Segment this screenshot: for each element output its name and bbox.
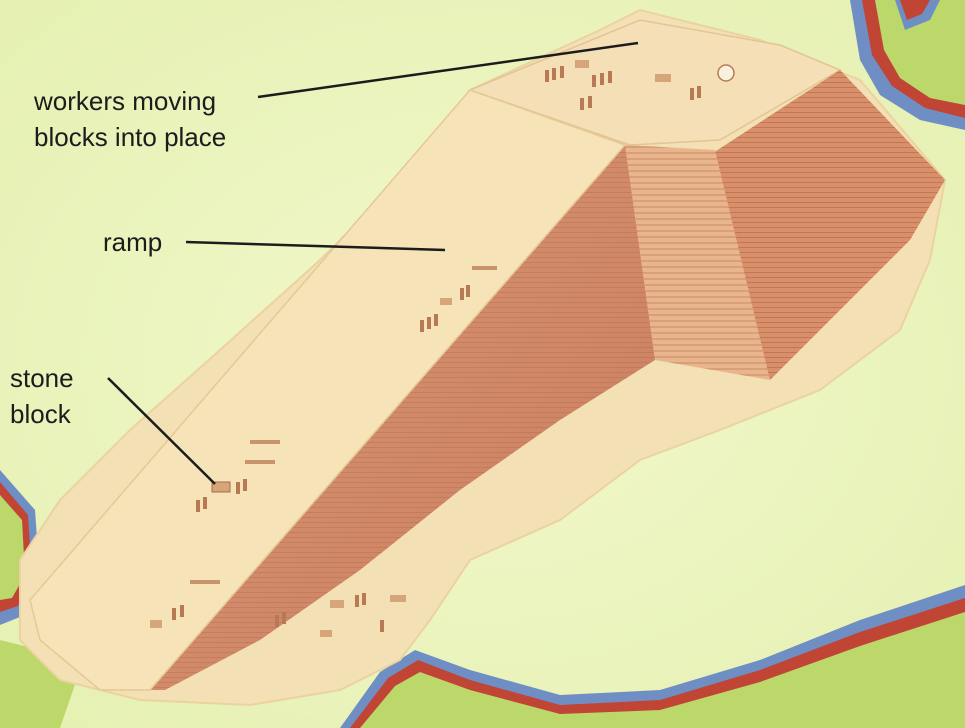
label-stone-block: stone block <box>10 360 74 432</box>
label-ramp: ramp <box>103 224 162 260</box>
label-workers: workers moving blocks into place <box>34 83 226 155</box>
